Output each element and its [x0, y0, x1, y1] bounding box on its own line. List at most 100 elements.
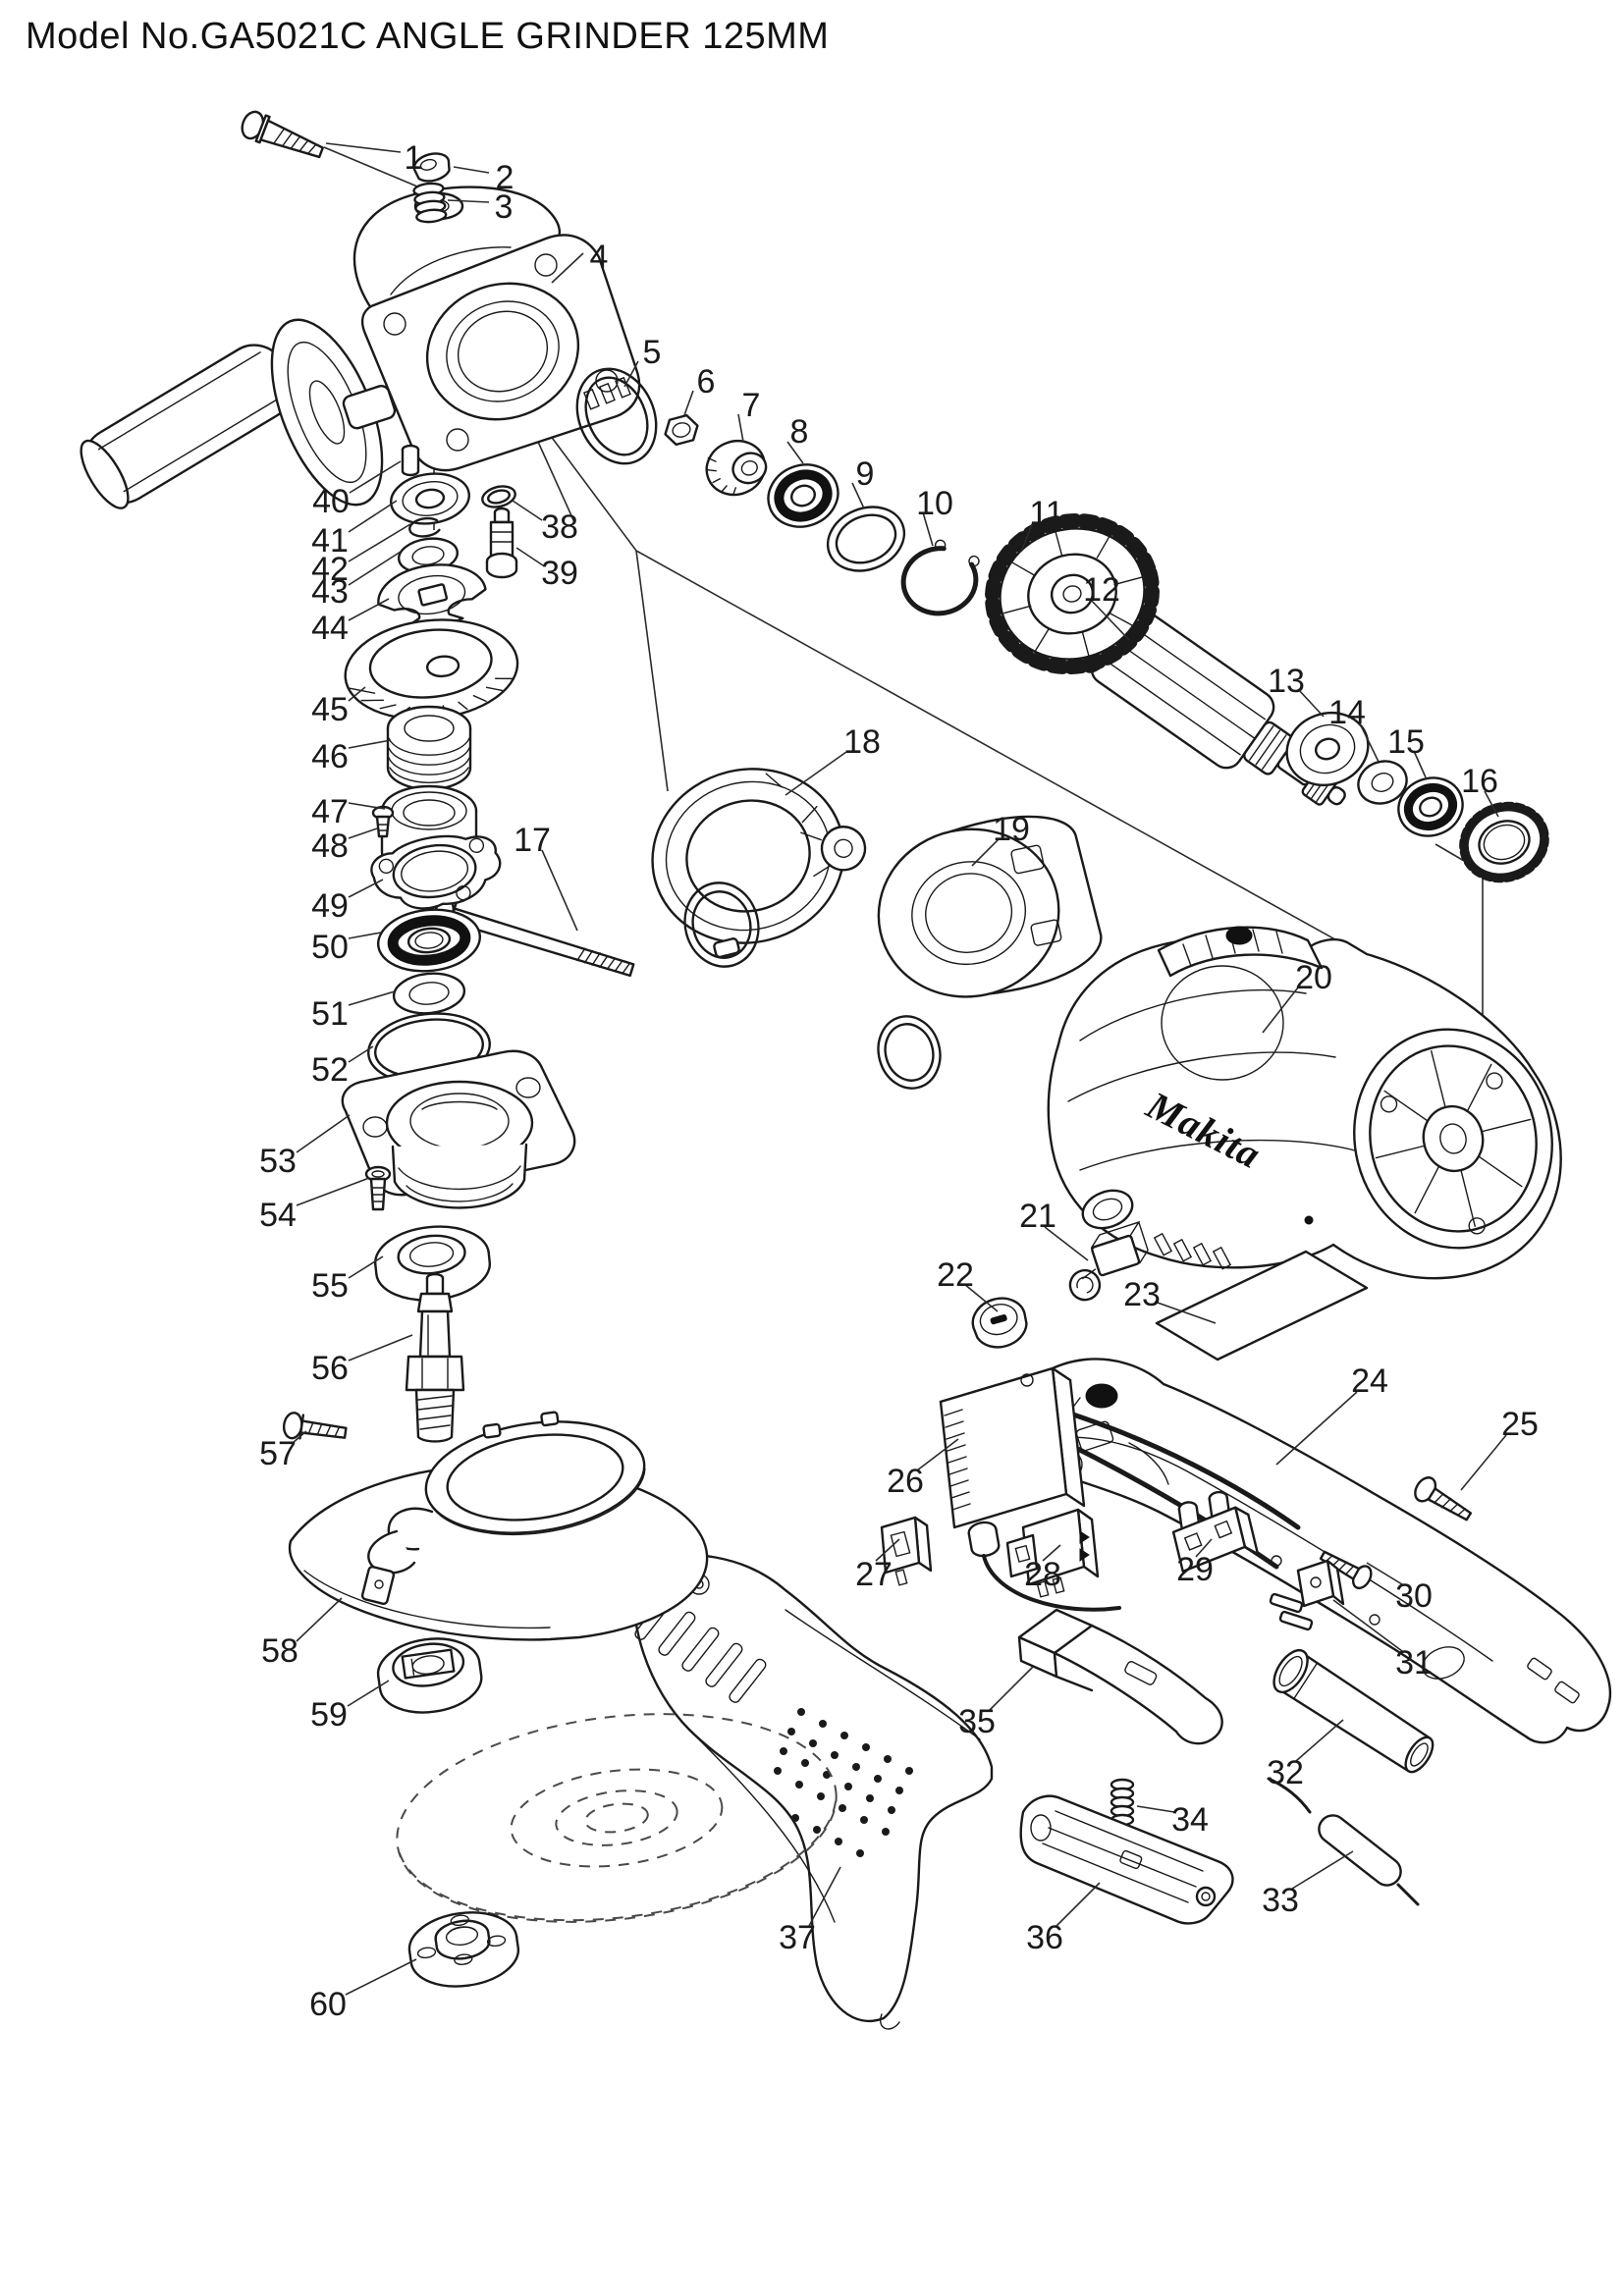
part-label-44: 44 [311, 610, 349, 647]
part-label-20: 20 [1295, 959, 1332, 996]
part-label-35: 35 [958, 1703, 996, 1740]
part-label-58: 58 [261, 1632, 298, 1670]
part-label-5: 5 [643, 334, 662, 371]
part-23-nameplate [1155, 1250, 1369, 1362]
part-label-1: 1 [405, 139, 423, 177]
part-label-42: 42 [311, 551, 349, 588]
part-20-motor-housing: Makita [1047, 926, 1562, 1280]
part-15-ball-bearing [1397, 776, 1464, 837]
part-3-compression-spring [412, 182, 448, 224]
leader-lines [292, 142, 1507, 1996]
part-label-34: 34 [1171, 1801, 1209, 1839]
part-label-22: 22 [937, 1256, 974, 1294]
part-56-spindle [405, 1272, 465, 1443]
part-label-57: 57 [259, 1435, 297, 1472]
part-label-26: 26 [887, 1463, 924, 1500]
part-21-carbon-brush [1068, 1220, 1149, 1302]
part-label-56: 56 [311, 1350, 349, 1387]
part-label-52: 52 [311, 1051, 349, 1089]
part-9-wave-washer [826, 506, 906, 572]
part-51-washer [392, 972, 466, 1015]
part-32-cord-guard [1272, 1648, 1435, 1774]
part-label-33: 33 [1262, 1882, 1299, 1919]
part-label-24: 24 [1351, 1362, 1388, 1400]
part-50-ball-bearing [376, 908, 482, 973]
part-label-2: 2 [496, 159, 514, 196]
part-label-8: 8 [790, 413, 809, 451]
part-label-50: 50 [311, 929, 349, 966]
part-label-17: 17 [514, 822, 551, 859]
part-label-9: 9 [856, 455, 875, 493]
part-30-tapping-screw [1319, 1550, 1373, 1590]
part-4-gear-housing [352, 186, 641, 472]
part-38-o-ring [481, 485, 516, 508]
part-label-59: 59 [310, 1696, 348, 1734]
part-label-37: 37 [779, 1919, 816, 1956]
part-16-bearing-retainer [1459, 801, 1549, 883]
side-handle [80, 318, 397, 509]
part-29-terminal-block [1171, 1490, 1260, 1574]
part-39-pin [485, 507, 518, 579]
part-2-cap [412, 152, 451, 183]
part-label-49: 49 [311, 887, 349, 925]
part-label-51: 51 [311, 995, 349, 1033]
part-45-bevel-gear [344, 618, 519, 721]
part-40-pin [401, 444, 420, 477]
part-label-23: 23 [1123, 1276, 1161, 1313]
part-19-field-stator [683, 815, 1103, 1090]
part-48-screw [371, 805, 395, 838]
part-label-25: 25 [1501, 1406, 1539, 1443]
part-31-shaft-lock-lever [1269, 1559, 1345, 1631]
part-label-48: 48 [311, 828, 349, 865]
part-label-27: 27 [855, 1556, 893, 1593]
part-35-lock-off-lever [1017, 1608, 1223, 1745]
part-label-21: 21 [1019, 1198, 1056, 1235]
part-label-18: 18 [843, 723, 881, 761]
part-label-7: 7 [742, 387, 761, 424]
part-label-53: 53 [259, 1143, 297, 1180]
part-26-controller [939, 1366, 1301, 1612]
part-label-45: 45 [311, 691, 349, 728]
part-label-15: 15 [1387, 723, 1425, 761]
part-36-switch-lever [1019, 1794, 1234, 1925]
part-7-pinion-gear [705, 440, 768, 497]
part-58-wheel-guard [288, 1411, 709, 1641]
part-49-bearing-retainer-plate [370, 834, 502, 910]
part-8-ball-bearing [767, 463, 839, 528]
part-59-inner-flange [376, 1637, 483, 1714]
part-label-46: 46 [311, 738, 349, 775]
part-number-labels: 1 2 3 4 5 6 7 8 9 10 11 12 13 14 15 16 1… [259, 139, 1539, 2023]
part-label-41: 41 [311, 522, 349, 560]
part-1-pan-head-screw [241, 110, 324, 159]
part-53-bearing-box [341, 1049, 576, 1209]
part-label-32: 32 [1267, 1754, 1304, 1791]
part-label-40: 40 [312, 483, 350, 520]
part-label-12: 12 [1083, 571, 1120, 609]
part-label-10: 10 [916, 485, 953, 522]
part-10-retaining-ring [900, 539, 980, 616]
part-label-39: 39 [541, 555, 578, 592]
part-27-connector-block [880, 1516, 933, 1586]
part-14-flat-washer [1357, 760, 1408, 805]
page-title: Model No.GA5021C ANGLE GRINDER 125MM [26, 16, 830, 57]
part-37-handle-half [631, 1553, 994, 2030]
part-label-4: 4 [590, 239, 609, 276]
part-label-6: 6 [697, 363, 716, 400]
part-label-30: 30 [1395, 1577, 1433, 1615]
part-28-switch [1005, 1508, 1100, 1598]
part-60-lock-nut [407, 1911, 520, 1988]
part-label-19: 19 [993, 811, 1030, 848]
grip-perforations [774, 1708, 913, 1857]
part-6-hex-nut [664, 413, 699, 447]
part-34-spring [1110, 1778, 1135, 1827]
part-33-power-cord [1267, 1777, 1420, 1906]
part-22-brush-cap [971, 1297, 1028, 1349]
part-57-hex-bolt [282, 1412, 348, 1440]
part-label-36: 36 [1026, 1919, 1063, 1956]
part-42-snap-ring [408, 516, 441, 538]
part-label-55: 55 [311, 1267, 349, 1305]
grinding-wheel-dashed [396, 1713, 838, 1923]
part-label-31: 31 [1395, 1644, 1433, 1682]
